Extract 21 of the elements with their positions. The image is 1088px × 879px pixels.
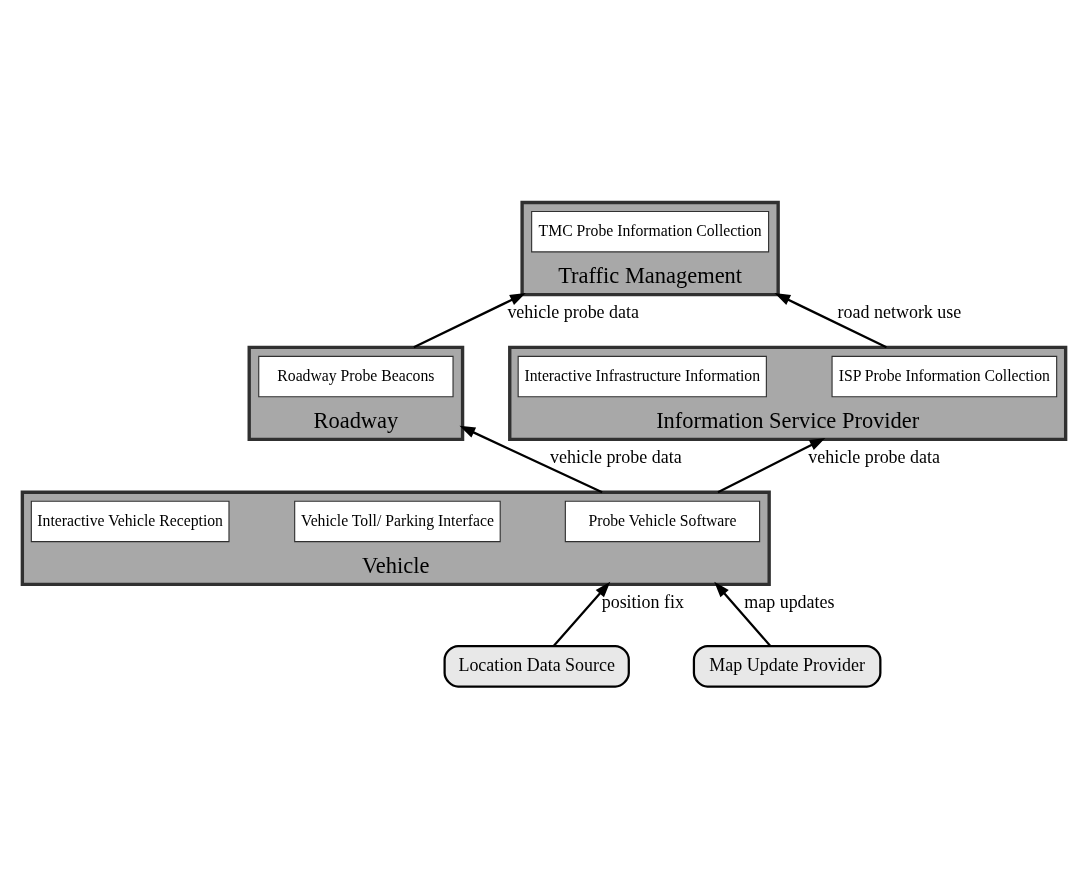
node-box: Location Data Source [443,644,630,688]
arrow [459,425,603,493]
node-box: Vehicle Toll/ Parking Interface [294,500,501,542]
arrow [552,581,611,647]
edge-label: road network use [837,301,962,322]
node-box: ISP Probe Information Collection [831,355,1058,397]
arrow [717,437,826,493]
node-box: Interactive Vehicle Reception [30,500,230,542]
edge-label: vehicle probe data [507,301,639,322]
arrow [774,292,887,348]
edge-label: vehicle probe data [550,446,682,467]
node-box: Roadway Probe Beacons [258,355,454,397]
arrow [714,581,772,647]
node-box: TMC Probe Information Collection [531,210,770,252]
node-box: Map Update Provider [692,644,882,688]
edge-label: map updates [744,591,835,612]
arrow [413,292,526,348]
node-box: Interactive Infrastructure Information [517,355,767,397]
edge-label: vehicle probe data [808,446,940,467]
node-box: Probe Vehicle Software [564,500,761,542]
edge-label: position fix [601,591,684,612]
